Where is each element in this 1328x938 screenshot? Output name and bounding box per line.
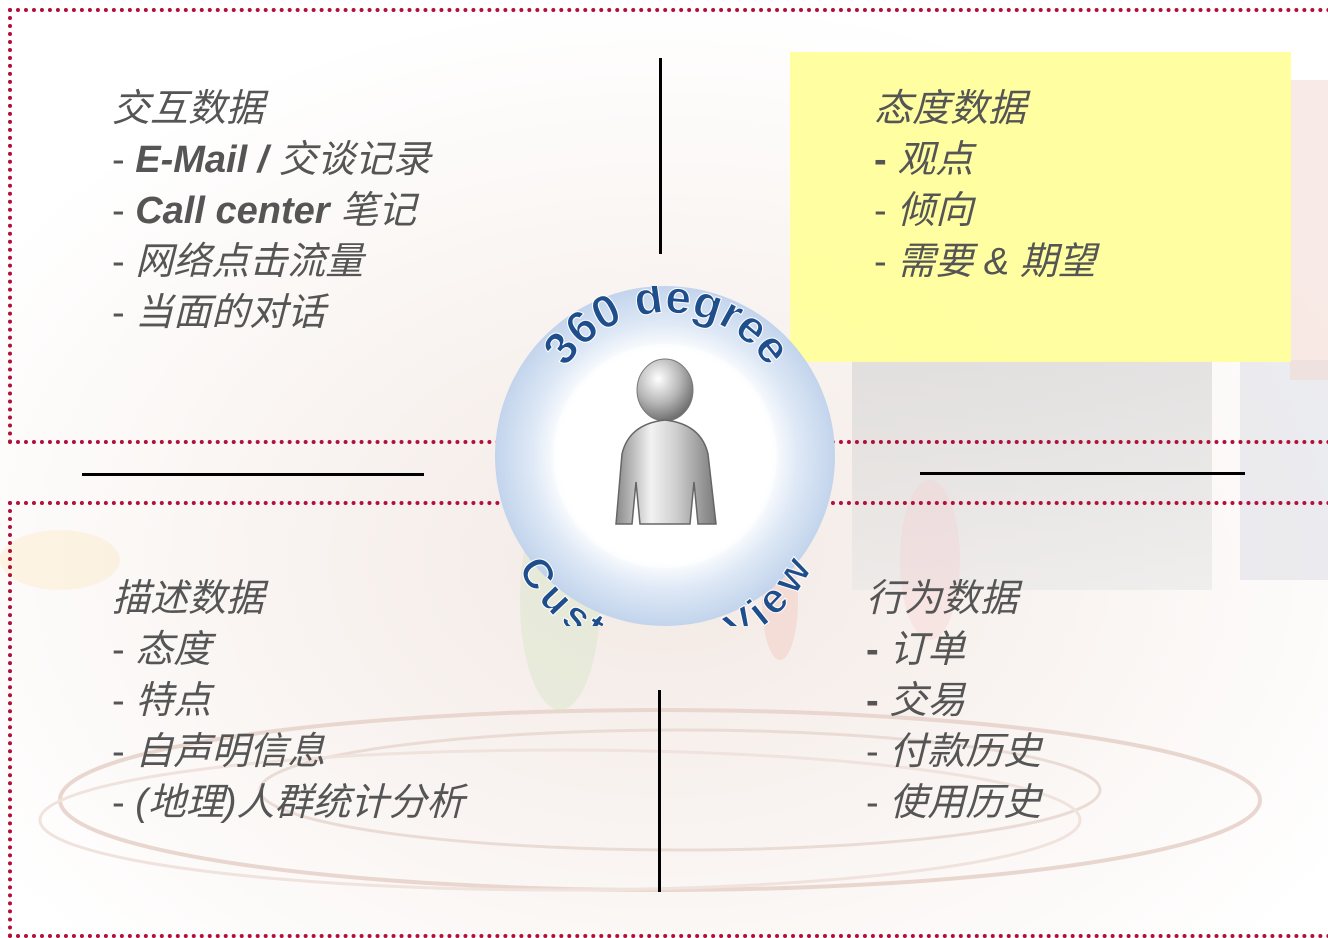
quadrant-attitude-data: 态度数据 - 观点 - 倾向 - 需要 & 期望 bbox=[874, 84, 1096, 288]
quadrant-behavior-data: 行为数据 - 订单 - 交易 - 付款历史 - 使用历史 bbox=[866, 574, 1041, 829]
quadrant-title: 态度数据 bbox=[874, 88, 1027, 130]
list-item: - 付款历史 bbox=[866, 731, 1042, 773]
list-item: - 观点 bbox=[874, 139, 974, 181]
divider-bottom bbox=[658, 690, 661, 892]
list-item: - 需要 & 期望 bbox=[874, 241, 1096, 283]
list-item: - Call center 笔记 bbox=[112, 190, 417, 232]
list-item: - 特点 bbox=[112, 680, 212, 722]
quadrant-interaction-data: 交互数据 - E-Mail / 交谈记录 - Call center 笔记 - … bbox=[112, 84, 431, 339]
highlight-box bbox=[790, 52, 1291, 362]
list-item: - E-Mail / 交谈记录 bbox=[112, 139, 431, 181]
divider-right bbox=[920, 472, 1245, 475]
list-item: - 自声明信息 bbox=[112, 731, 326, 773]
list-item: - 订单 bbox=[866, 629, 966, 671]
list-item: - 倾向 bbox=[874, 190, 974, 232]
list-item: - 使用历史 bbox=[866, 782, 1042, 824]
divider-left bbox=[82, 473, 424, 476]
list-item: - 网络点击流量 bbox=[112, 241, 364, 283]
quadrant-descriptive-data: 描述数据 - 态度 - 特点 - 自声明信息 - (地理)人群统计分析 bbox=[112, 574, 465, 829]
quadrant-title: 交互数据 bbox=[112, 88, 265, 130]
quadrant-title: 行为数据 bbox=[866, 578, 1019, 620]
quadrant-title: 描述数据 bbox=[112, 578, 265, 620]
customer-view-emblem: 360 degree Customer View bbox=[495, 286, 835, 626]
list-item: - 交易 bbox=[866, 680, 966, 722]
person-head bbox=[636, 358, 694, 422]
list-item: - (地理)人群统计分析 bbox=[112, 782, 465, 824]
list-item: - 态度 bbox=[112, 629, 212, 671]
divider-top bbox=[659, 58, 662, 254]
list-item: - 当面的对话 bbox=[112, 292, 326, 334]
person-body bbox=[615, 419, 717, 525]
